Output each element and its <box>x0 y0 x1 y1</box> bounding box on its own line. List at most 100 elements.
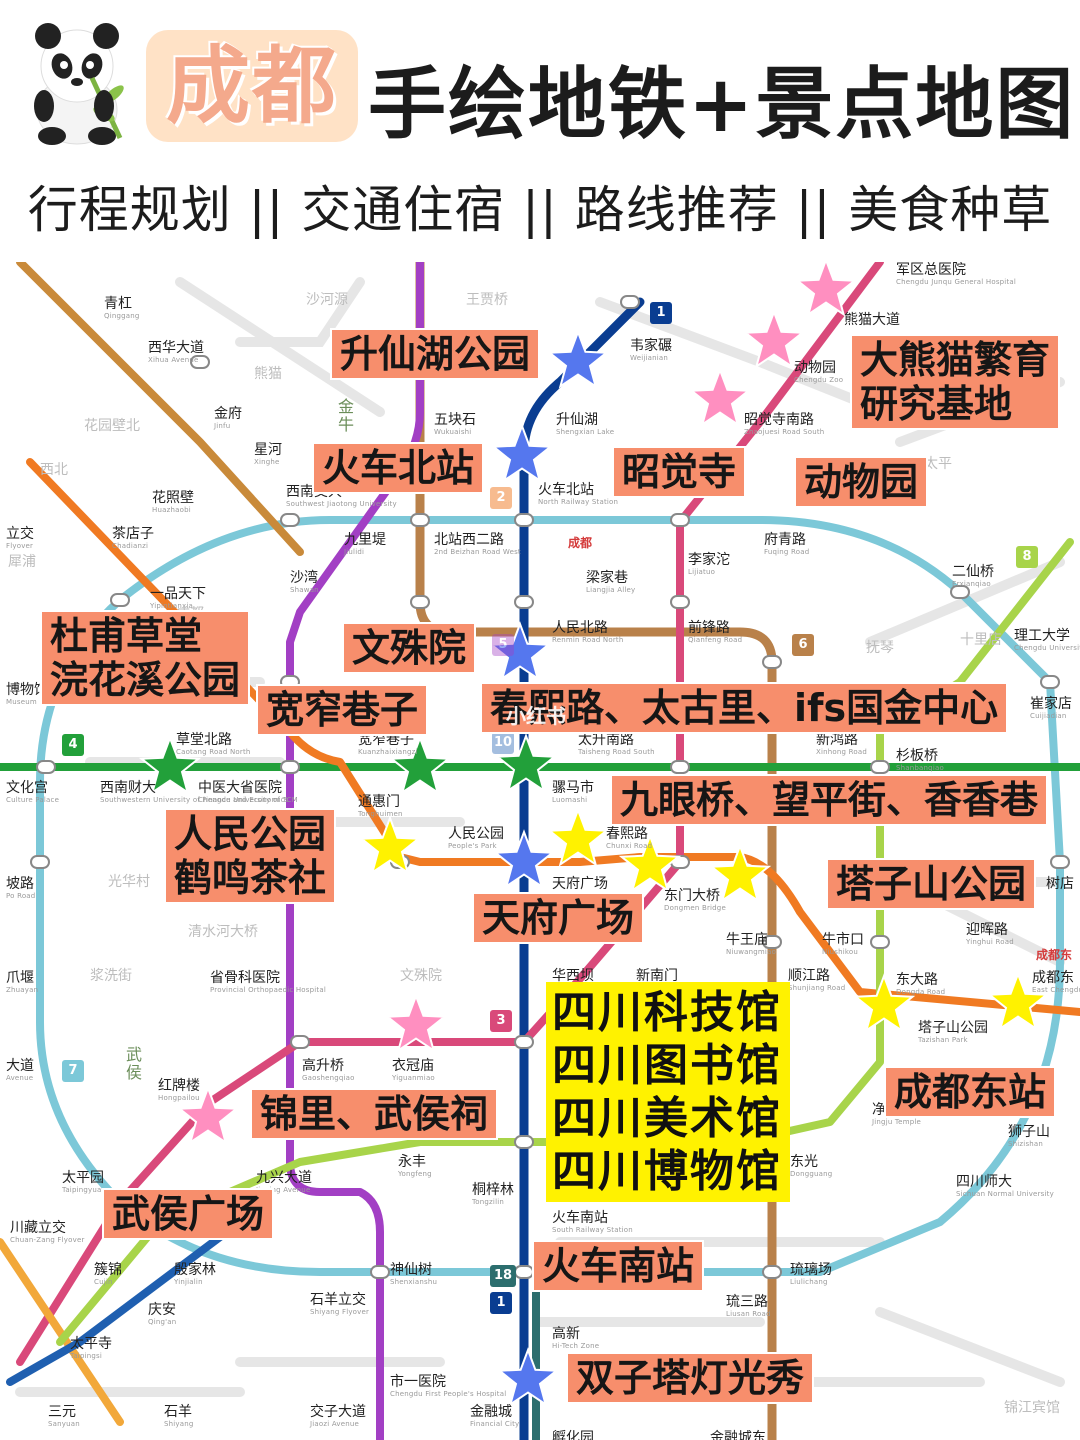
station-name-zh: 东门大桥 <box>664 888 720 904</box>
station-name-zh: 簇锦 <box>94 1262 122 1278</box>
metro-map: 1 2 3 4 5 6 7 8 10 18 1 金牛 武侯 成都 成都东 军区总… <box>0 262 1080 1440</box>
star-kuanzhai-icon <box>388 735 452 795</box>
station-name-en: Tazishan Park <box>918 1036 968 1044</box>
tag-wuhou: 武侯广场 <box>102 1188 275 1240</box>
station-name-zh: 永丰 <box>398 1154 426 1170</box>
station-name-en: Wukuaishi <box>434 428 472 436</box>
station-name-zh: 神仙树 <box>390 1262 432 1278</box>
tag-kuanzhai: 宽窄巷子 <box>256 684 429 736</box>
station-name-en: Yongfeng <box>398 1170 432 1178</box>
line7-route <box>36 516 1064 1276</box>
star-jiuyan-2-icon <box>708 843 772 903</box>
station-name-zh: 新鸿路 <box>816 732 858 748</box>
line-5-badge: 5 <box>492 634 514 656</box>
station-name-en: Avenue <box>6 1074 34 1082</box>
city-badge <box>146 30 358 142</box>
line-7-badge: 7 <box>62 1060 84 1082</box>
station-name-zh: 宽窄巷子 <box>358 732 414 748</box>
station-name-en: Xinhong Road <box>816 748 867 756</box>
station-marker <box>870 935 890 949</box>
station-name-en: Tongzilin <box>472 1198 504 1206</box>
station-name-en: Jiulidi <box>344 548 365 556</box>
station-name-zh: 东大路 <box>896 972 938 988</box>
station-marker <box>762 655 782 669</box>
station-name-zh: 人民北路 <box>552 620 608 636</box>
station-marker <box>870 760 890 774</box>
station-name-en: Dongguang <box>790 1170 833 1178</box>
station-marker <box>36 760 56 774</box>
station-name-zh: 殷家林 <box>174 1262 216 1278</box>
station-name-zh: 成都东 <box>1032 970 1074 986</box>
line-nw-route <box>16 262 304 556</box>
station-name-zh: 西华大道 <box>148 340 204 356</box>
station-name-zh: 东光 <box>790 1154 818 1170</box>
station-name-zh: 天府广场 <box>552 876 608 892</box>
station-name-en: Jinfu <box>214 422 231 430</box>
faded-station-label: 花园壁北 <box>84 418 140 434</box>
station-name-zh: 花照壁 <box>152 490 194 506</box>
station-marker <box>670 595 690 609</box>
station-name-zh: 红牌楼 <box>158 1078 200 1094</box>
line-4-badge: 4 <box>62 734 84 756</box>
star-jiuyan-1-icon <box>618 833 682 893</box>
faded-station-label: 浆洗街 <box>90 968 132 984</box>
station-label: 金融城东 <box>710 1430 766 1440</box>
station-name-zh: 琉三路 <box>726 1294 768 1310</box>
station-marker <box>620 295 640 309</box>
station-name-en: Shunjiang Road <box>788 984 846 992</box>
faded-station-label: 抚琴 <box>866 640 894 656</box>
station-name-en: Shanbanqiao <box>896 764 944 772</box>
station-name-zh: 庆安 <box>148 1302 176 1318</box>
line5-route <box>286 262 424 1440</box>
station-name-en: Hi-Tech Zone <box>552 1342 600 1350</box>
station-name-en: Taipingsi <box>70 1352 103 1360</box>
station-name-en: Cuijiadian <box>1030 712 1067 720</box>
station-name-zh: 爪堰 <box>6 970 34 986</box>
station-name-en: Lijiatuo <box>688 568 716 576</box>
station-name-en: Luomashi <box>552 796 588 804</box>
district-label-wuhou: 武侯 <box>125 1045 142 1082</box>
station-name-en: Xihua Avenue <box>148 356 199 364</box>
line-1-badge: 1 <box>650 302 672 324</box>
station-name-zh: 迎晖路 <box>966 922 1008 938</box>
star-chengdudong-icon <box>986 971 1050 1031</box>
station-name-zh: 九里堤 <box>344 532 386 548</box>
line-1-south-badge: 1 <box>490 1292 512 1314</box>
station-marker <box>30 855 50 869</box>
station-name-en: Qing'an <box>148 1318 177 1326</box>
station-marker <box>762 1265 782 1279</box>
station-name-en: 2nd Beizhan Road West <box>434 548 521 556</box>
star-twintower-icon <box>496 1347 560 1407</box>
station-name-zh: 金府 <box>214 406 242 422</box>
star-jinli-icon <box>384 993 448 1053</box>
station-name-en: Taisheng Road South <box>578 748 655 756</box>
station-name-en: Cujin <box>94 1278 113 1286</box>
station-name-zh: 春熙路 <box>606 826 648 842</box>
station-marker <box>280 513 300 527</box>
station-name-en: Hongpailou <box>158 1094 200 1102</box>
star-wuhou-icon <box>176 1085 240 1145</box>
station-name-zh: 金融城 <box>470 1404 512 1420</box>
line-8-badge: 8 <box>1016 546 1038 568</box>
tag-tazishan: 塔子山公园 <box>826 858 1037 910</box>
station-marker <box>190 355 210 369</box>
station-label: 树店 <box>1046 876 1074 892</box>
station-name-zh: 昭觉寺南路 <box>744 412 814 428</box>
